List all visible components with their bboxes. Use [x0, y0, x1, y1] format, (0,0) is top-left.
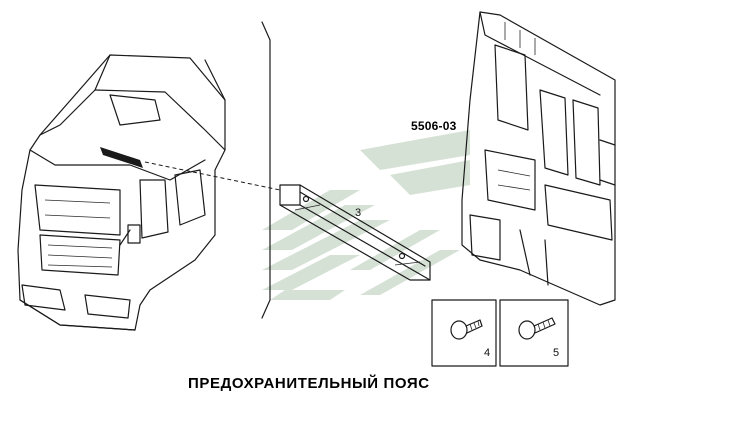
callout-number-5: 5 [553, 347, 560, 359]
truck-cab-drawing [17, 54, 226, 331]
diagram-caption: ПРЕДОХРАНИТЕЛЬНЫЙ ПОЯС [188, 375, 430, 392]
watermark-logo [262, 130, 470, 300]
callout-number-4: 4 [484, 347, 491, 359]
fastener-box-4 [431, 299, 497, 367]
fastener-box-5 [499, 299, 569, 367]
protective-bar-part [279, 184, 431, 281]
diagram-code-label: 5506-03 [411, 119, 457, 133]
rear-panel-drawing [461, 11, 616, 306]
separator-bracket [261, 21, 271, 319]
leader-line-cab [144, 161, 281, 191]
callout-number-3: 3 [355, 207, 362, 219]
